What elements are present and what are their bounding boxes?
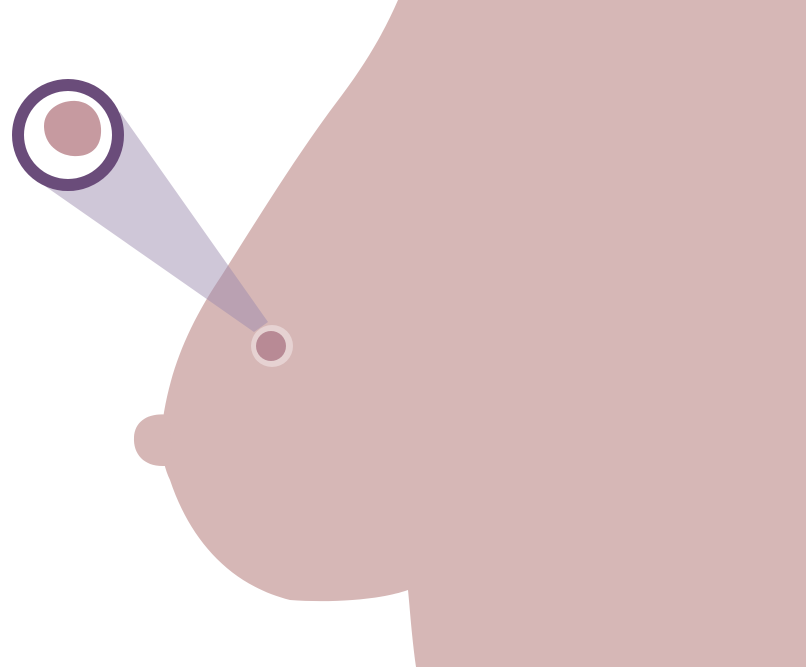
magnifier-ring xyxy=(12,79,124,191)
magnifier-icon xyxy=(12,79,124,191)
nipple-shape xyxy=(133,414,172,467)
lump-circle xyxy=(256,331,286,361)
breast-profile-silhouette xyxy=(160,0,806,667)
magnified-lump xyxy=(44,100,102,157)
